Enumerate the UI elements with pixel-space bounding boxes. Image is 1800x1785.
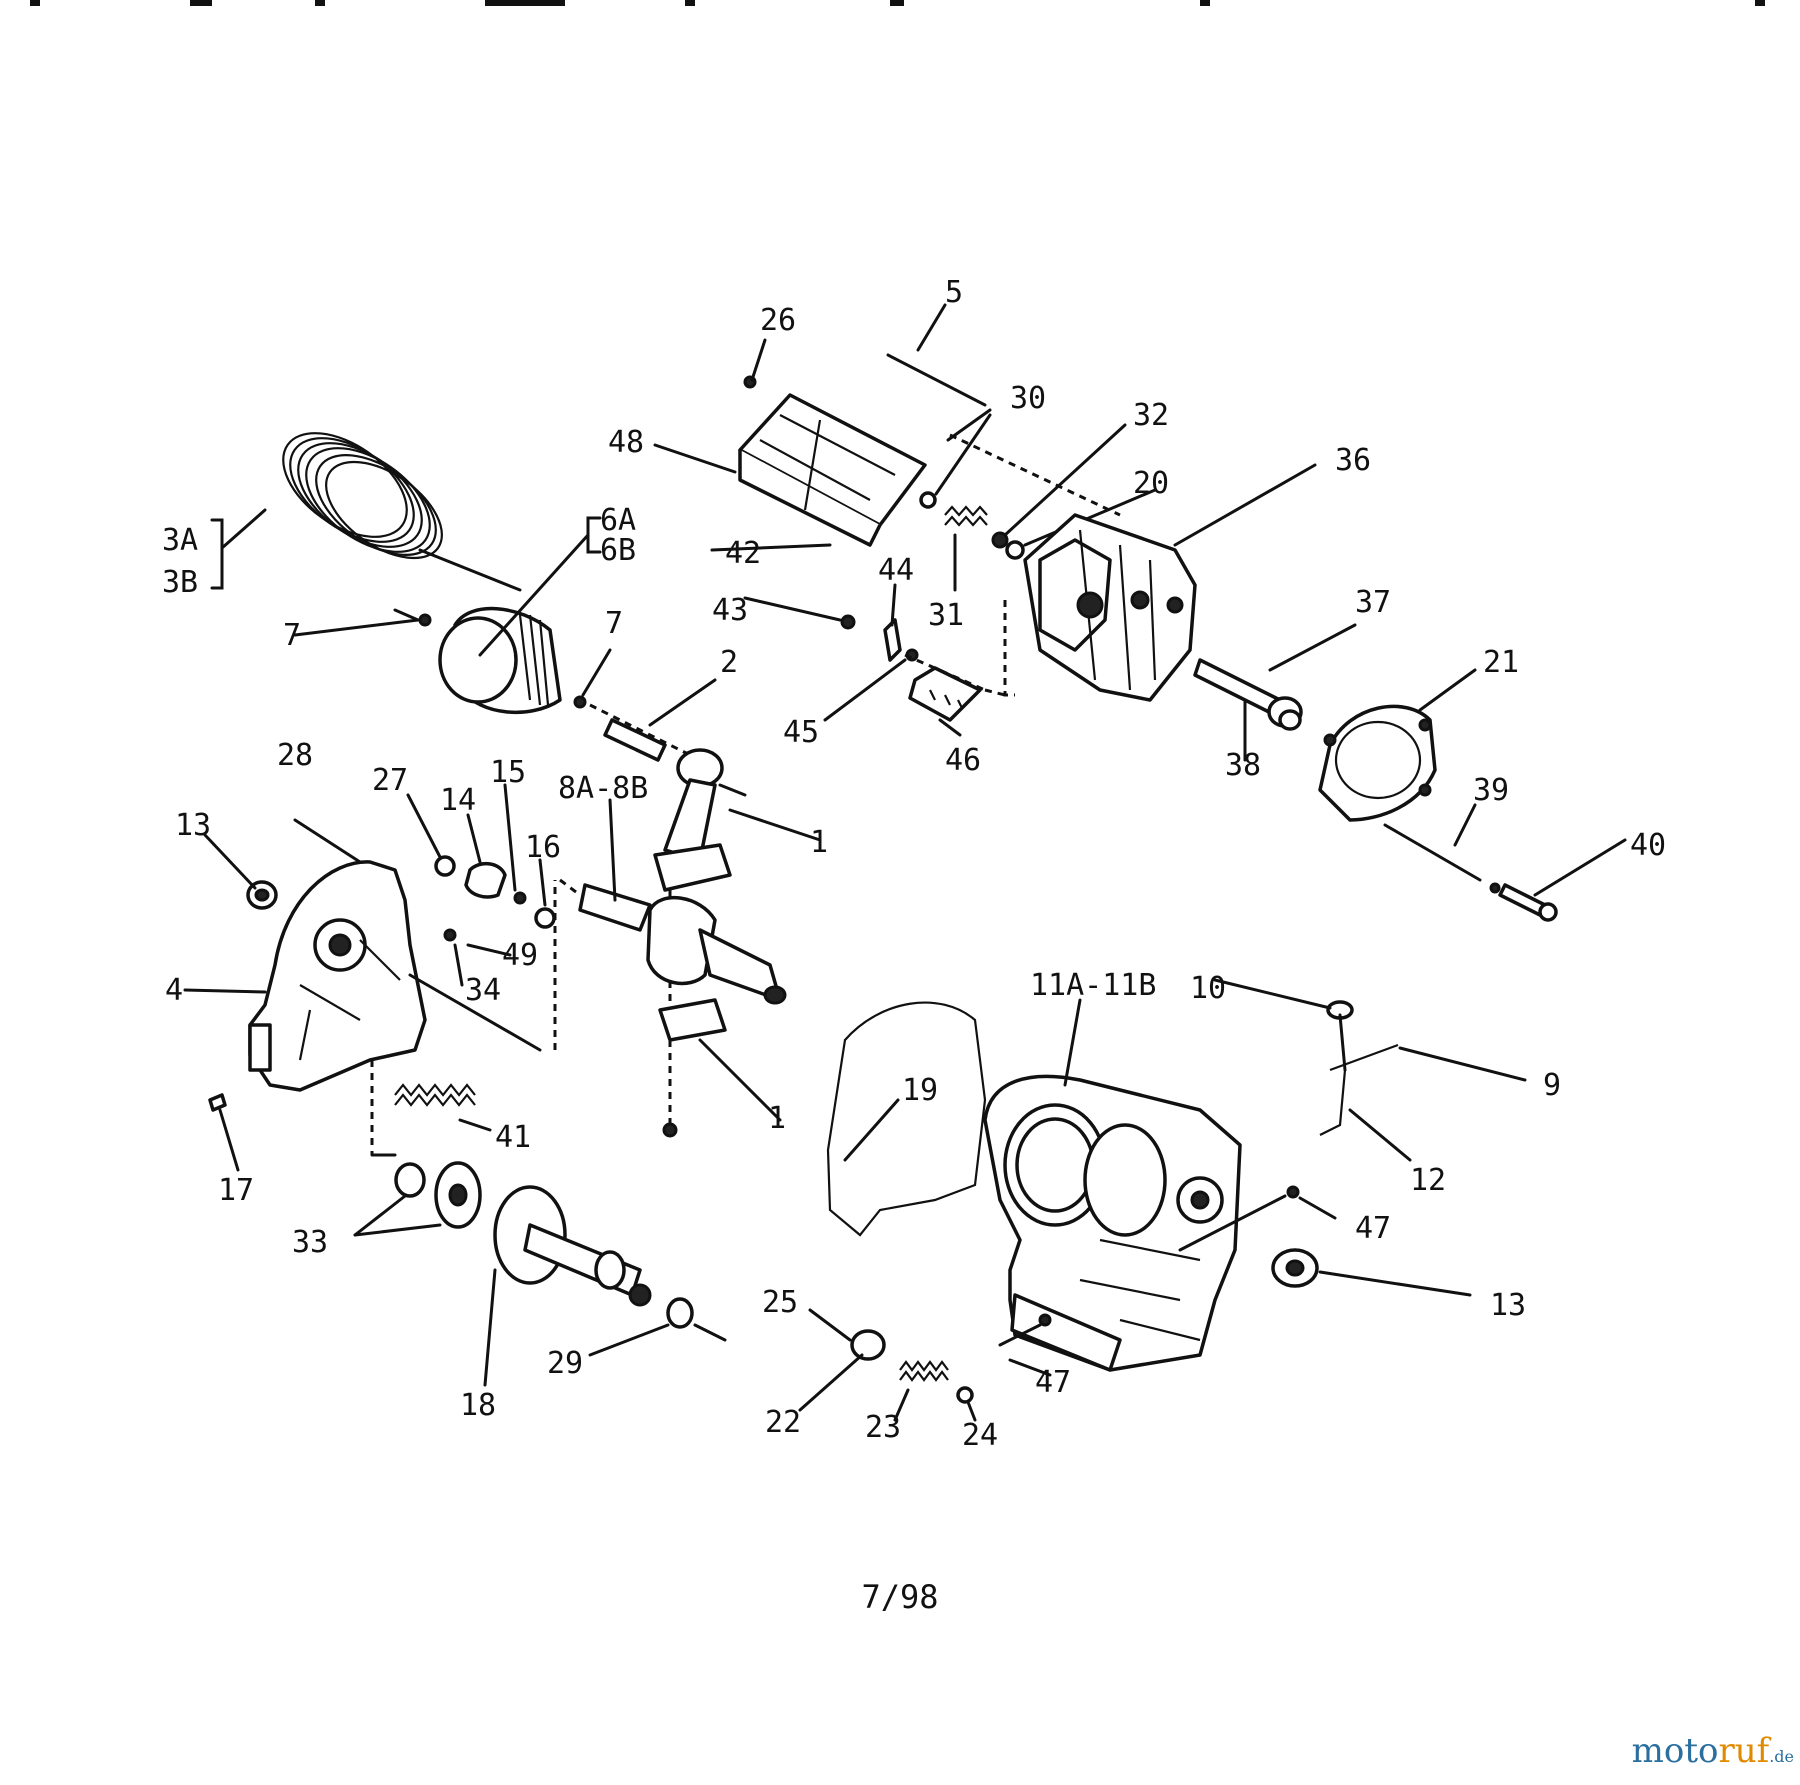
part-label: 9 [1543, 1068, 1561, 1103]
part-label: 42 [725, 536, 761, 571]
part-label: 19 [902, 1073, 938, 1108]
part-label: 28 [277, 738, 313, 773]
top-edge-mark [30, 0, 40, 6]
valve-cover-drawing [653, 338, 927, 552]
part-label: 4 [165, 973, 183, 1008]
part-label: 23 [865, 1410, 901, 1445]
part-label: 21 [1483, 645, 1519, 680]
part-label: 30 [1010, 381, 1046, 416]
part-label: 39 [1473, 773, 1509, 808]
part-label: 16 [525, 830, 561, 865]
part-label: 36 [1335, 443, 1371, 478]
part-label: 7 [605, 606, 623, 641]
part-label: 18 [460, 1388, 496, 1423]
crankcase-cover-drawing [183, 818, 557, 1092]
part-label: 31 [928, 598, 964, 633]
valve-spring-parts-drawing [798, 1308, 977, 1422]
head-gasket-drawing [1318, 668, 1477, 822]
part-label: 15 [490, 755, 526, 790]
crankshaft-drawing [559, 798, 787, 1005]
governor-parts-drawing [406, 783, 556, 987]
part-label: 14 [440, 783, 476, 818]
part-label: 13 [175, 808, 211, 843]
part-label: 10 [1190, 971, 1226, 1006]
part-label: 47 [1355, 1211, 1391, 1246]
cylinder-head-drawing [1003, 463, 1317, 702]
part-label: 26 [760, 303, 796, 338]
part-label: 20 [1133, 466, 1169, 501]
part-label: 37 [1355, 585, 1391, 620]
part-label: 1 [810, 825, 828, 860]
part-label: 48 [608, 425, 644, 460]
part-label: 40 [1630, 828, 1666, 863]
part-label: 25 [762, 1285, 798, 1320]
piston-drawing [438, 606, 562, 714]
top-edge-mark [890, 0, 904, 6]
top-edge-mark [190, 0, 212, 6]
head-bolts-drawing [1383, 803, 1627, 922]
top-edge-mark [315, 0, 325, 6]
lever-parts-drawing [1213, 978, 1527, 1162]
key-drawing [208, 1093, 240, 1172]
rocker-arm-drawing [1193, 623, 1357, 762]
part-label: 46 [945, 743, 981, 778]
crankcase-block-drawing [983, 998, 1242, 1372]
page-number: 7/98 [861, 1578, 939, 1616]
gear-parts-drawing [353, 1161, 482, 1237]
head-bolt-drawing [886, 303, 1121, 517]
top-edge-mark [485, 0, 565, 6]
part-label: 29 [547, 1346, 583, 1381]
part-label: 22 [765, 1405, 801, 1440]
part-label: 49 [502, 938, 538, 973]
seal-drawing [1271, 1248, 1472, 1297]
bolts-drawing [998, 1185, 1337, 1377]
part-label: 1 [768, 1101, 786, 1136]
part-label: 8A-8B [558, 771, 648, 806]
part-label: 2 [720, 645, 738, 680]
crankcase-gasket-drawing [826, 1001, 987, 1237]
site-logo: motoruf.de [1631, 1731, 1794, 1771]
top-edge-mark [1755, 0, 1765, 6]
part-label: 12 [1410, 1163, 1446, 1198]
part-label: 38 [1225, 748, 1261, 783]
part-label: 32 [1133, 398, 1169, 433]
part-label: 34 [465, 973, 501, 1008]
valve-spring-drawing [944, 423, 1157, 592]
breather-parts-drawing [743, 583, 1006, 737]
part-label: 27 [372, 763, 408, 798]
part-label: 33 [292, 1225, 328, 1260]
part-label: 7 [283, 618, 301, 653]
part-label: 44 [878, 553, 914, 588]
piston-rings-drawing [282, 432, 443, 560]
part-label: 5 [945, 275, 963, 310]
top-edge-mark [685, 0, 695, 6]
part-label: 17 [218, 1173, 254, 1208]
wrist-pin-drawing [293, 608, 717, 762]
part-label: 47 [1035, 1365, 1071, 1400]
part-label: 13 [1490, 1288, 1526, 1323]
part-label: 43 [712, 593, 748, 628]
top-edge-mark [1200, 0, 1210, 6]
washer-drawing [588, 1297, 727, 1357]
part-label: 45 [783, 715, 819, 750]
part-label: 41 [495, 1120, 531, 1155]
governor-spring-drawing [370, 1060, 492, 1157]
camshaft-drawing [483, 1185, 652, 1387]
part-label: 24 [962, 1418, 998, 1453]
part-label: 11A-11B [1030, 968, 1156, 1003]
